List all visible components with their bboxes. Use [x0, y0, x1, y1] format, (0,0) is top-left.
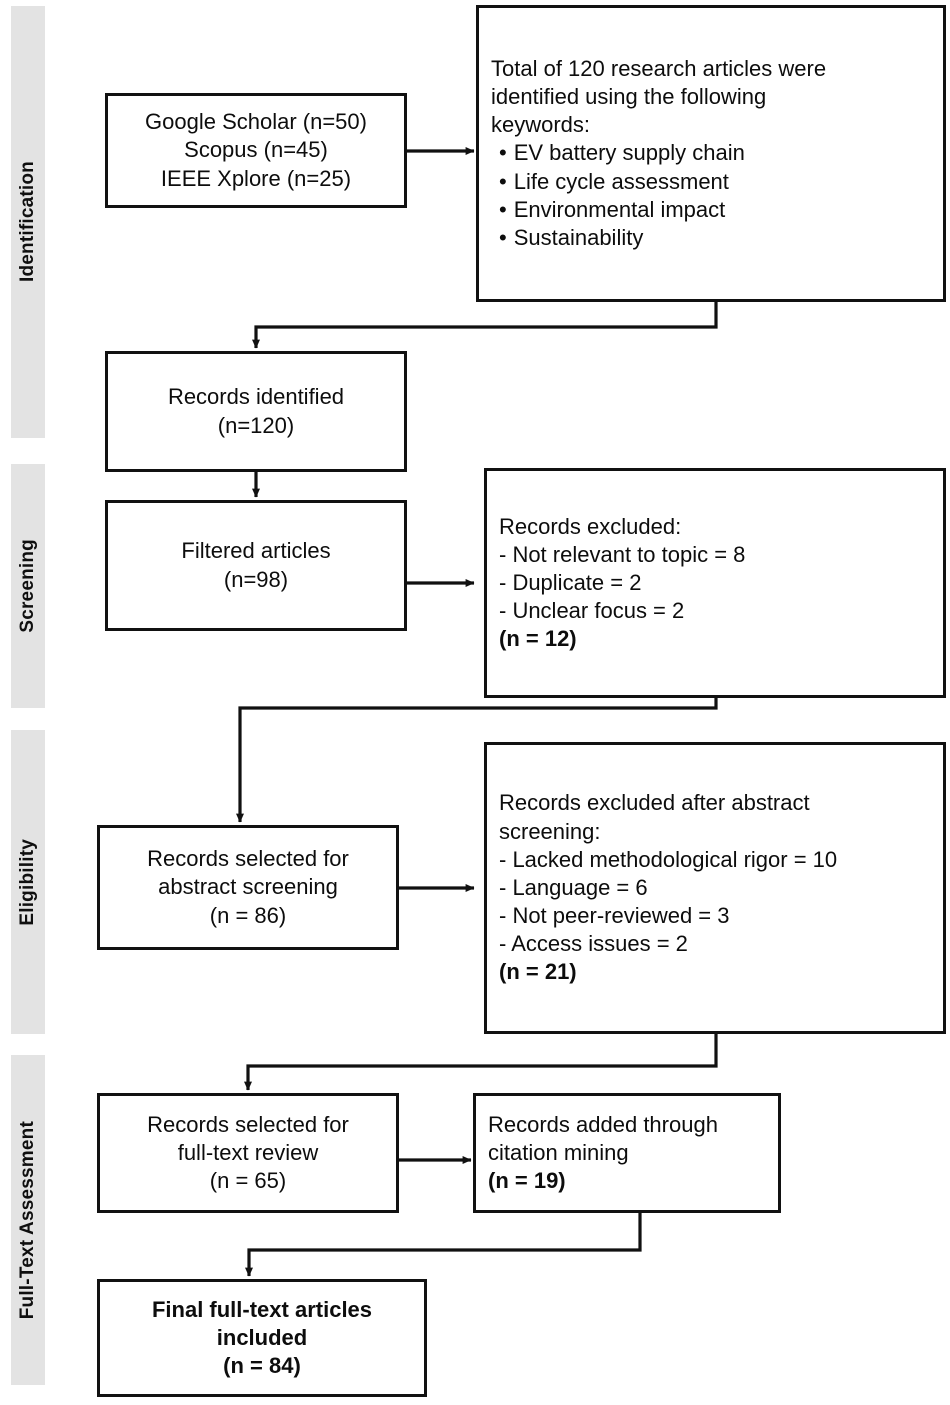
exclusion-item-lacked-methodological-rigor: - Lacked methodological rigor = 10 [499, 846, 838, 872]
keywords-heading-line-3: keywords: [491, 112, 591, 138]
connector-screening-to-eligibility [236, 698, 718, 823]
source-line-scopus: Scopus (n=45) [184, 137, 328, 163]
keywords-list: EV battery supply chain Life cycle asses… [491, 139, 931, 252]
abstract-screening-label-1: Records selected for [147, 846, 349, 872]
source-line-google-scholar: Google Scholar (n=50) [145, 109, 367, 135]
connector-keywords-to-records-identified [252, 302, 718, 349]
full-text-review-count: (n = 65) [209, 1168, 287, 1194]
final-included-count: (n = 84) [223, 1353, 301, 1379]
stage-label-identification: Identification [17, 161, 38, 283]
exclusion-item-unclear-focus: - Unclear focus = 2 [499, 598, 685, 624]
records-excluded-screening-box: Records excluded: - Not relevant to topi… [484, 468, 946, 698]
records-identified-count: (n=120) [217, 412, 295, 438]
records-excluded-abstract-box: Records excluded after abstract screenin… [484, 742, 946, 1034]
stage-bar-full-text-assessment: Full-Text Assessment [11, 1055, 45, 1385]
records-excluded-abstract-list: - Lacked methodological rigor = 10 - Lan… [499, 846, 931, 959]
keyword-item-life-cycle-assessment: Life cycle assessment [491, 168, 931, 196]
filtered-articles-box: Filtered articles (n=98) [105, 500, 407, 631]
keywords-heading-line-1: Total of 120 research articles were [491, 55, 827, 81]
records-excluded-screening-total: (n = 12) [499, 626, 577, 652]
citation-mining-box: Records added through citation mining (n… [473, 1093, 781, 1213]
citation-mining-total: (n = 19) [488, 1168, 566, 1194]
source-line-ieee-xplore: IEEE Xplore (n=25) [160, 165, 352, 191]
connector-citation-mining-to-final [245, 1213, 642, 1277]
filtered-articles-label: Filtered articles [181, 538, 331, 564]
records-identified-box: Records identified (n=120) [105, 351, 407, 472]
full-text-review-label-1: Records selected for [147, 1111, 349, 1137]
records-excluded-abstract-heading-1: Records excluded after abstract [499, 790, 810, 816]
final-included-label-1: Final full-text articles [151, 1296, 373, 1322]
connector-eligibility-to-fulltext [244, 1034, 718, 1091]
keyword-item-ev-battery-supply-chain: EV battery supply chain [491, 139, 931, 167]
keyword-item-environmental-impact: Environmental impact [491, 196, 931, 224]
keywords-heading-line-2: identified using the following [491, 84, 767, 110]
records-excluded-screening-list: - Not relevant to topic = 8 - Duplicate … [499, 541, 931, 625]
filtered-articles-count: (n=98) [223, 566, 289, 592]
exclusion-item-not-relevant: - Not relevant to topic = 8 [499, 541, 746, 567]
final-included-box: Final full-text articles included (n = 8… [97, 1279, 427, 1397]
records-excluded-abstract-total: (n = 21) [499, 959, 577, 985]
stage-label-eligibility: Eligibility [17, 838, 38, 926]
stage-label-full-text-assessment: Full-Text Assessment [17, 1120, 38, 1320]
keywords-box: Total of 120 research articles were iden… [476, 5, 946, 302]
exclusion-item-language: - Language = 6 [499, 874, 648, 900]
citation-mining-label-1: Records added through [488, 1111, 718, 1137]
exclusion-item-access-issues: - Access issues = 2 [499, 931, 688, 957]
full-text-review-box: Records selected for full-text review (n… [97, 1093, 399, 1213]
exclusion-item-duplicate: - Duplicate = 2 [499, 569, 642, 595]
abstract-screening-label-2: abstract screening [158, 874, 338, 900]
abstract-screening-box: Records selected for abstract screening … [97, 825, 399, 950]
exclusion-item-not-peer-reviewed: - Not peer-reviewed = 3 [499, 903, 730, 929]
stage-bar-eligibility: Eligibility [11, 730, 45, 1034]
abstract-screening-count: (n = 86) [209, 902, 287, 928]
keyword-item-sustainability: Sustainability [491, 224, 931, 252]
citation-mining-label-2: citation mining [488, 1139, 629, 1165]
records-excluded-abstract-heading-2: screening: [499, 818, 601, 844]
stage-label-screening: Screening [17, 539, 38, 633]
records-identified-label: Records identified [167, 384, 345, 410]
stage-bar-screening: Screening [11, 464, 45, 708]
final-included-label-2: included [216, 1324, 308, 1350]
stage-bar-identification: Identification [11, 6, 45, 438]
full-text-review-label-2: full-text review [177, 1139, 319, 1165]
database-sources-box: Google Scholar (n=50) Scopus (n=45) IEEE… [105, 93, 407, 208]
records-excluded-screening-heading: Records excluded: [499, 513, 682, 539]
